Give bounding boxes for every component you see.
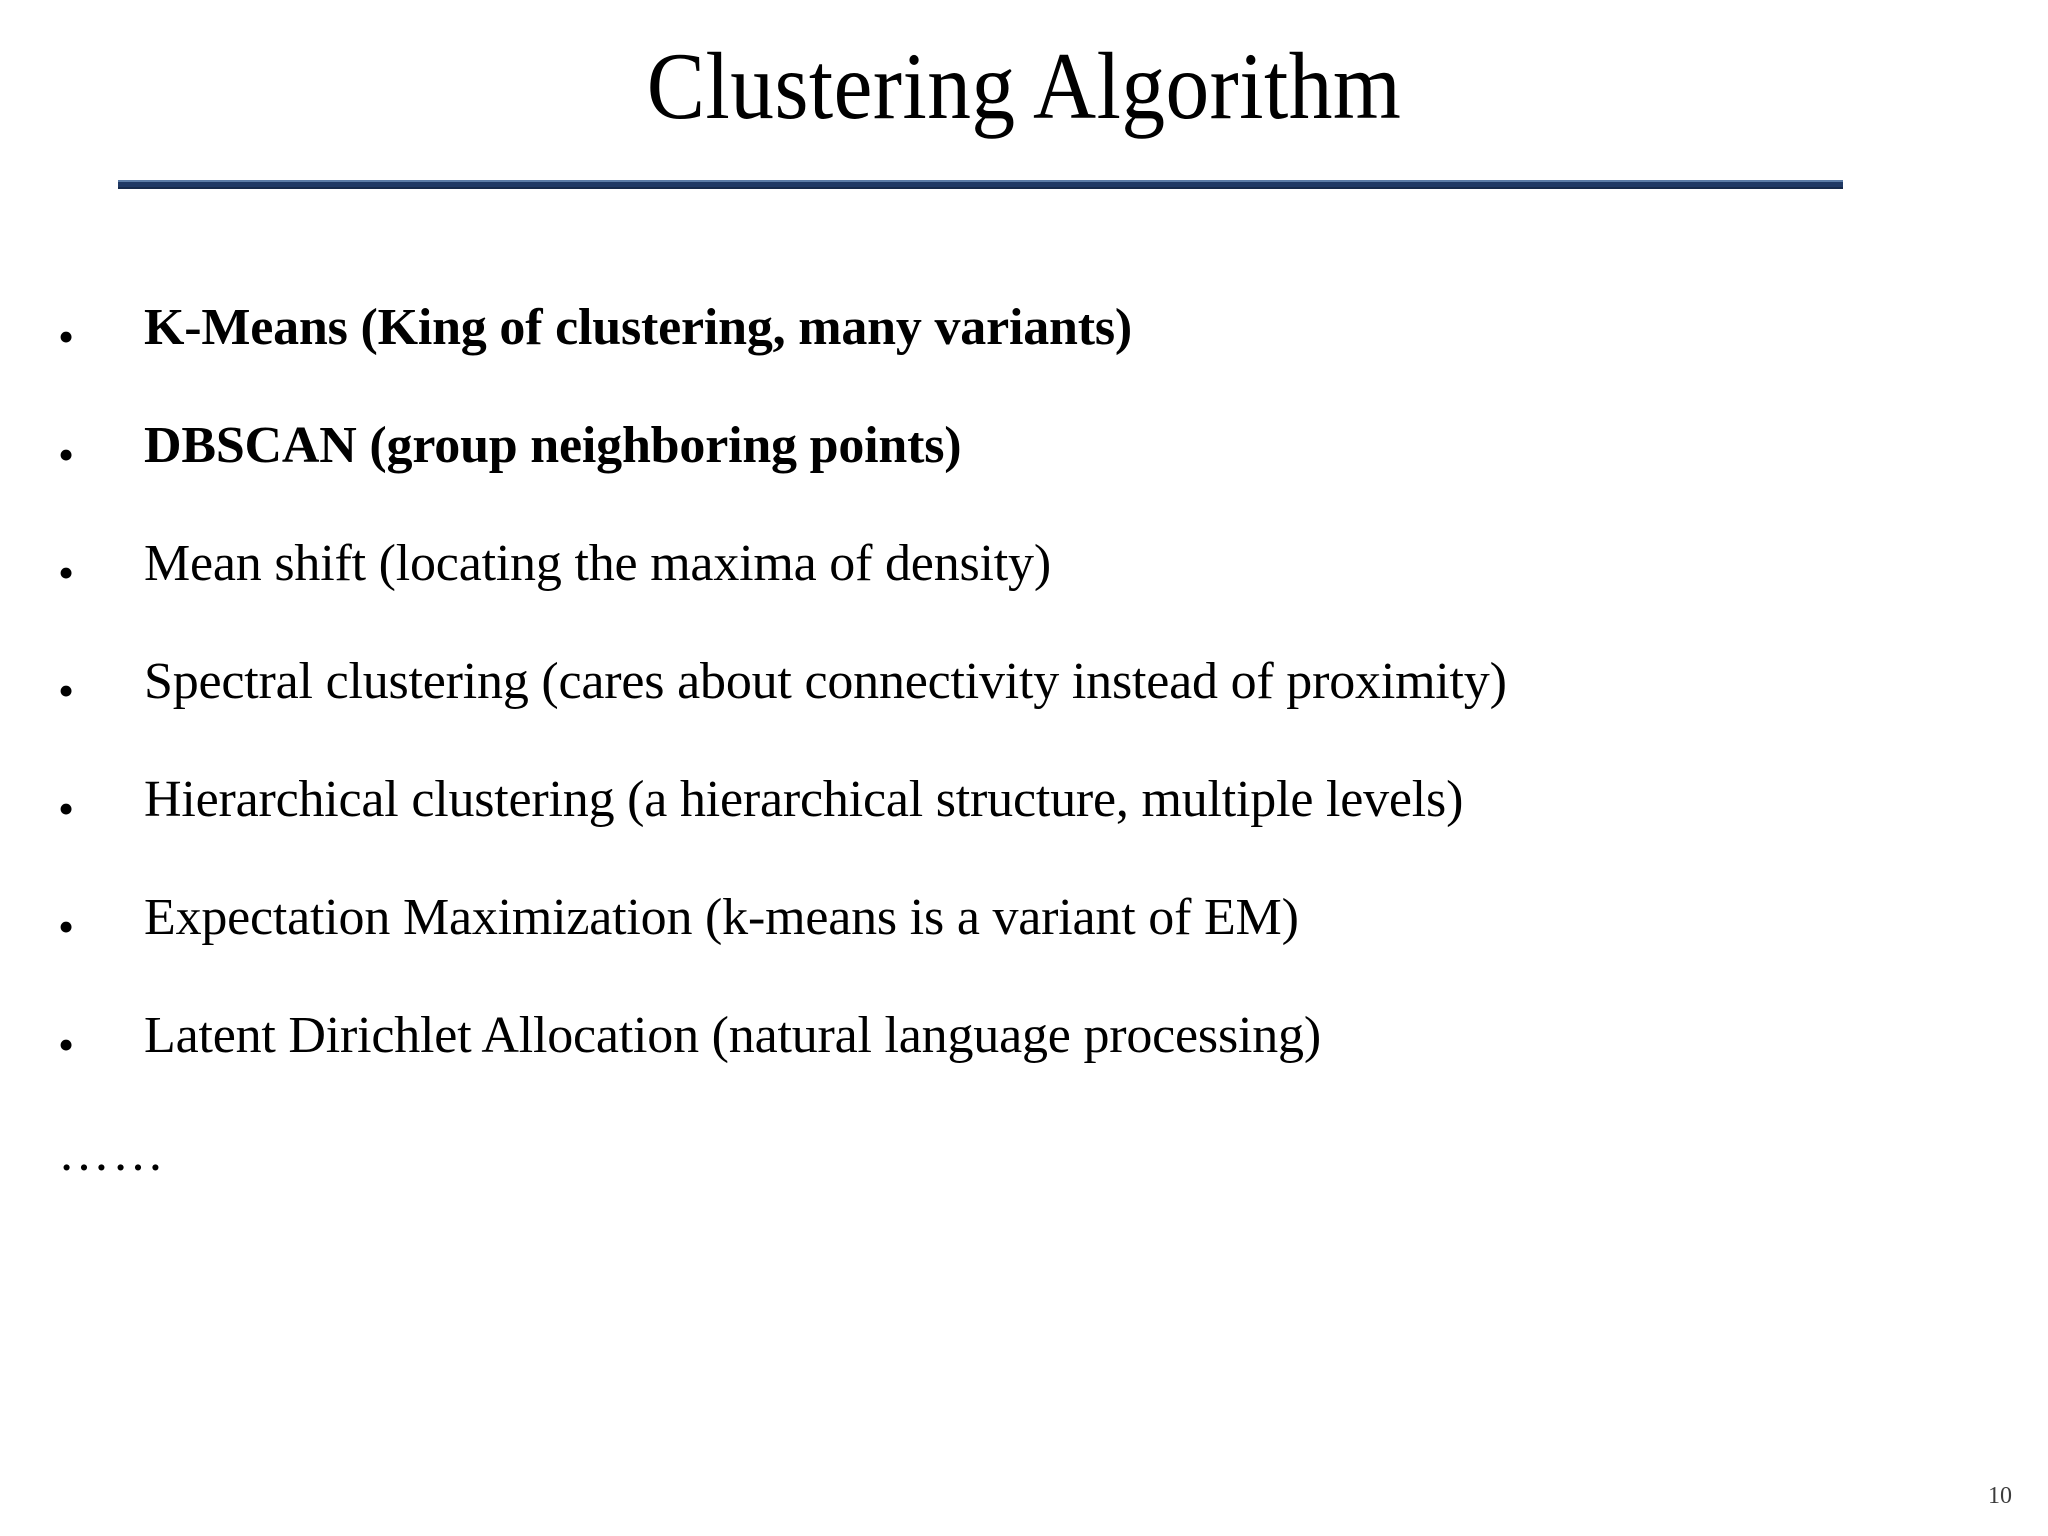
bullet-point-icon: •	[58, 547, 75, 598]
bullet-point-icon: •	[58, 1019, 75, 1070]
list-item-label: Mean shift (locating the maxima of densi…	[144, 535, 1051, 592]
list-item: • Mean shift (locating the maxima of den…	[0, 535, 2048, 598]
list-item-label: K-Means (King of clustering, many varian…	[144, 299, 1133, 356]
title-block: Clustering Algorithm	[0, 22, 2048, 152]
list-item: • DBSCAN (group neighboring points)	[0, 417, 2048, 480]
list-item-label: Latent Dirichlet Allocation (natural lan…	[144, 1007, 1321, 1064]
list-item: • K-Means (King of clustering, many vari…	[0, 299, 2048, 362]
list-item: • Expectation Maximization (k-means is a…	[0, 889, 2048, 952]
page-number: 10	[1988, 1483, 2012, 1509]
list-item: • Latent Dirichlet Allocation (natural l…	[0, 1007, 2048, 1070]
trailing-ellipsis-row: ……	[0, 1125, 2048, 1182]
page-title: Clustering Algorithm	[646, 33, 1402, 140]
list-item: • Hierarchical clustering (a hierarchica…	[0, 771, 2048, 834]
bullet-point-icon: •	[58, 429, 75, 480]
bullet-point-icon: •	[58, 901, 75, 952]
bullet-point-icon: •	[58, 311, 75, 362]
list-item-label: Hierarchical clustering (a hierarchical …	[144, 771, 1464, 828]
list-item-label: Expectation Maximization (k-means is a v…	[144, 889, 1299, 946]
bullet-point-icon: •	[58, 665, 75, 716]
list-item-label: DBSCAN (group neighboring points)	[144, 417, 962, 474]
list-item-label: Spectral clustering (cares about connect…	[144, 653, 1507, 710]
title-divider-rule	[118, 180, 1843, 189]
bullet-list: • K-Means (King of clustering, many vari…	[0, 299, 2048, 1182]
list-item: • Spectral clustering (cares about conne…	[0, 653, 2048, 716]
bullet-point-icon: •	[58, 783, 75, 834]
trailing-ellipsis-label: ……	[58, 1125, 166, 1182]
